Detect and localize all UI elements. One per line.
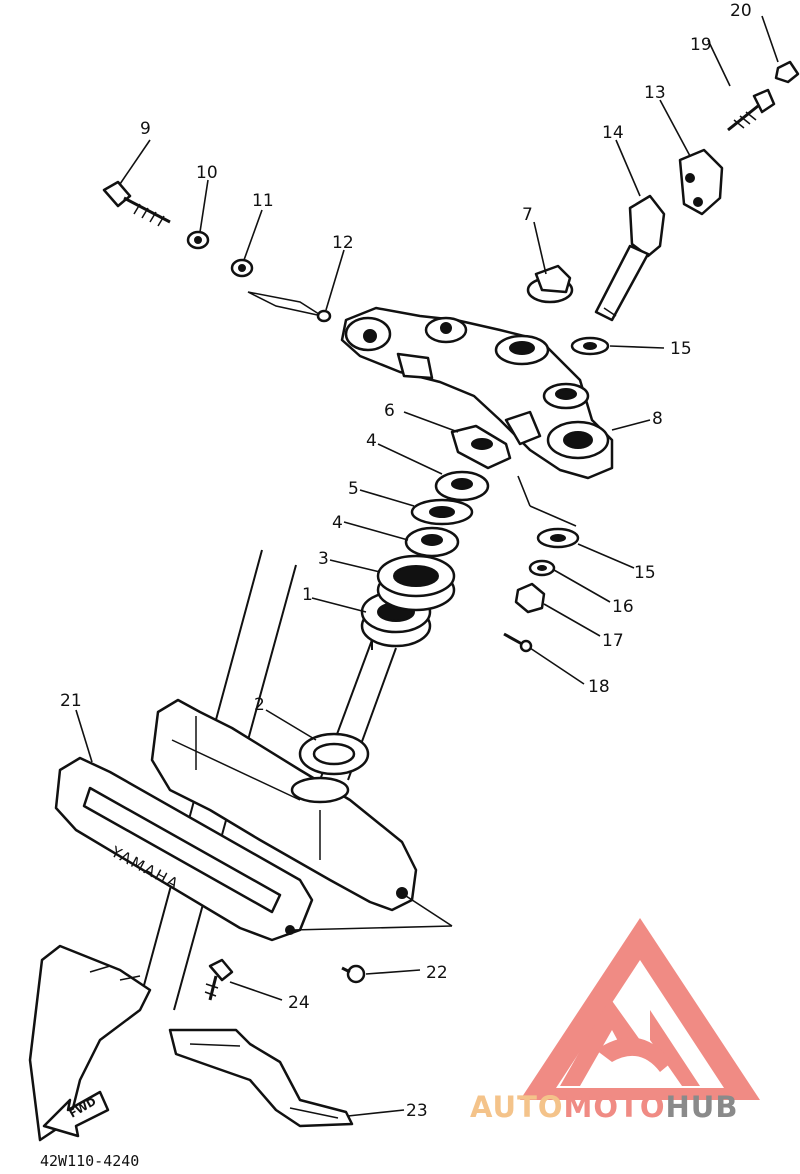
callout-4-lower: 4 [332, 513, 343, 533]
bearing-race-3 [376, 554, 456, 612]
washer-5 [410, 498, 474, 526]
callout-17: 17 [602, 631, 624, 651]
screw-18 [503, 632, 533, 653]
callout-12: 12 [332, 233, 354, 253]
callout-15-lower: 15 [634, 563, 656, 583]
lock-washer-6 [450, 424, 512, 470]
callout-16: 16 [612, 597, 634, 617]
watermark-part-auto: AUTO [470, 1090, 564, 1124]
callout-19: 19 [690, 35, 712, 55]
callout-5: 5 [348, 479, 359, 499]
bolt-19 [727, 88, 776, 132]
drawing-code: 42W110-4240 [40, 1152, 140, 1170]
callout-15-top: 15 [670, 339, 692, 359]
leader-lines [75, 15, 779, 1117]
holder-bolt-14 [594, 194, 666, 322]
callout-18: 18 [588, 677, 610, 697]
callout-21: 21 [60, 691, 82, 711]
screw-22 [341, 964, 366, 984]
washer-10 [186, 230, 210, 250]
ring-nut-4-upper [434, 470, 490, 502]
guide-23 [168, 1028, 354, 1128]
watermark-logo-icon [520, 918, 760, 1100]
callout-24: 24 [288, 993, 310, 1013]
cap-7 [526, 264, 574, 304]
callout-1: 1 [302, 585, 313, 605]
nut-17 [514, 582, 546, 614]
washer-15-lower [536, 527, 580, 549]
fwd-arrow-icon: FWD [42, 1090, 110, 1138]
callout-22: 22 [426, 963, 448, 983]
callout-13: 13 [644, 83, 666, 103]
band-12 [247, 291, 332, 323]
callout-6: 6 [384, 401, 395, 421]
callout-14: 14 [602, 123, 624, 143]
callout-4-upper: 4 [366, 431, 377, 451]
handle-crown [340, 306, 614, 480]
fork-outer-tube [28, 944, 152, 1142]
watermark-part-moto: MOTO [563, 1090, 666, 1124]
washer-11 [230, 258, 254, 278]
bolt-24 [204, 958, 234, 1001]
callout-20: 20 [730, 1, 752, 21]
callout-7: 7 [522, 205, 533, 225]
callout-11: 11 [252, 191, 274, 211]
callout-23: 23 [406, 1101, 428, 1121]
callout-2: 2 [254, 695, 265, 715]
callout-labels: 1 2 3 4 4 5 6 7 8 9 10 11 12 13 14 15 15… [60, 1, 752, 1121]
callout-10: 10 [196, 163, 218, 183]
watermark-wordmark: AUTOMOTOHUB [470, 1090, 738, 1124]
steering-stem [298, 640, 373, 776]
watermark-part-hub: HUB [665, 1090, 739, 1124]
callout-9: 9 [140, 119, 151, 139]
ring-nut-4-lower [404, 526, 460, 558]
upper-holder-13 [678, 148, 724, 216]
callout-3: 3 [318, 549, 329, 569]
washer-16 [528, 559, 556, 577]
callout-8: 8 [652, 409, 663, 429]
nut-20 [774, 60, 800, 84]
bolt-9 [102, 180, 171, 227]
washer-15-top [570, 336, 610, 356]
